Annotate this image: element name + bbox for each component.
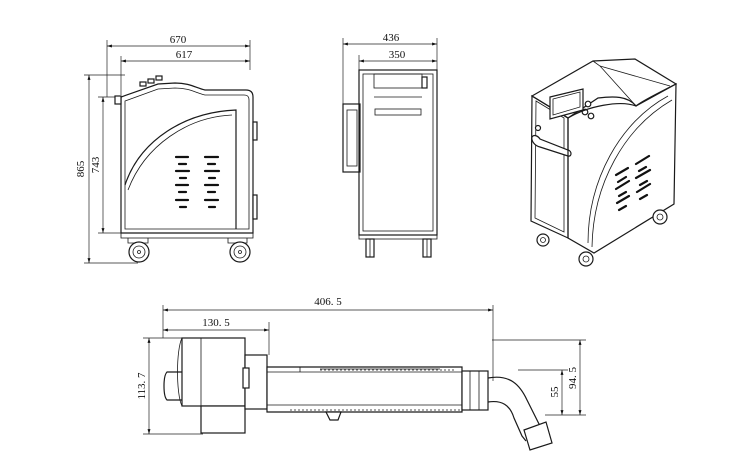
front-view: 436 350 <box>342 32 438 258</box>
dim-label-743: 743 <box>90 156 102 173</box>
side-view: 670 617 865 743 <box>75 34 258 264</box>
front-wheel-right <box>422 238 432 258</box>
front-top-panel <box>373 73 423 89</box>
side-handle <box>114 95 122 105</box>
front-top-knob <box>421 76 428 89</box>
side-vent-grille <box>174 155 221 209</box>
laser-head-view: 406. 5 130. 5 113. 7 55 94. 5 <box>136 296 586 451</box>
side-wheel-left <box>127 238 150 263</box>
iso-wheel-front-left <box>536 233 550 247</box>
dim-cable-offset-inner: 55 <box>518 369 586 416</box>
head-motor-block <box>181 337 246 407</box>
head-lower-flange <box>200 405 246 434</box>
dim-label-55: 55 <box>549 386 561 398</box>
dim-label-406-5: 406. 5 <box>314 296 342 308</box>
dim-label-617: 617 <box>176 49 193 61</box>
dim-head-length-overall: 406. 5 <box>162 296 494 381</box>
side-wheel-right <box>227 238 251 263</box>
head-trigger <box>325 411 342 421</box>
isometric-view <box>530 58 678 267</box>
front-handle-bar <box>374 108 422 116</box>
head-cable-top <box>487 376 545 441</box>
dim-label-436: 436 <box>383 32 400 44</box>
dim-side-width-overall: 670 <box>106 34 251 97</box>
laser-head-drawing <box>163 337 553 451</box>
side-connector-lower <box>252 194 258 220</box>
side-machine-body <box>114 75 258 263</box>
iso-side <box>567 83 677 254</box>
dim-label-130-5: 130. 5 <box>202 317 230 329</box>
side-top-button-2 <box>147 78 155 84</box>
dim-cable-offset-outer: 94. 5 <box>492 339 586 415</box>
front-machine-body <box>342 69 438 258</box>
side-connector-upper <box>252 121 258 141</box>
side-top-button-1 <box>139 81 147 87</box>
dim-label-113-7: 113. 7 <box>136 372 148 400</box>
iso-key-switch <box>534 124 542 132</box>
head-cable-end <box>523 421 553 451</box>
iso-button-3 <box>587 112 595 120</box>
dim-front-width-body: 350 <box>358 49 437 70</box>
dim-front-width-overall: 436 <box>342 32 438 104</box>
front-handle <box>342 103 361 173</box>
dim-side-height-overall: 865 <box>75 74 138 264</box>
dim-head-length-head: 130. 5 <box>163 317 270 355</box>
dim-label-865: 865 <box>75 160 87 177</box>
dim-side-width-body: 617 <box>120 49 250 95</box>
head-cable-bottom <box>487 400 527 442</box>
iso-vent-grille <box>614 154 652 212</box>
iso-wheel-back-right <box>652 209 668 225</box>
front-wheel-left <box>365 238 375 258</box>
dim-label-670: 670 <box>170 34 187 46</box>
side-top-button-3 <box>155 75 163 81</box>
iso-top <box>530 58 678 119</box>
iso-handle <box>531 134 572 157</box>
dim-side-height-body: 743 <box>90 96 125 234</box>
dim-head-height: 113. 7 <box>136 337 203 435</box>
head-tube <box>266 366 463 413</box>
dim-label-94-5: 94. 5 <box>567 367 579 390</box>
iso-wheel-front-right <box>578 251 594 267</box>
dim-label-350: 350 <box>389 49 406 61</box>
iso-button-1 <box>584 100 592 108</box>
